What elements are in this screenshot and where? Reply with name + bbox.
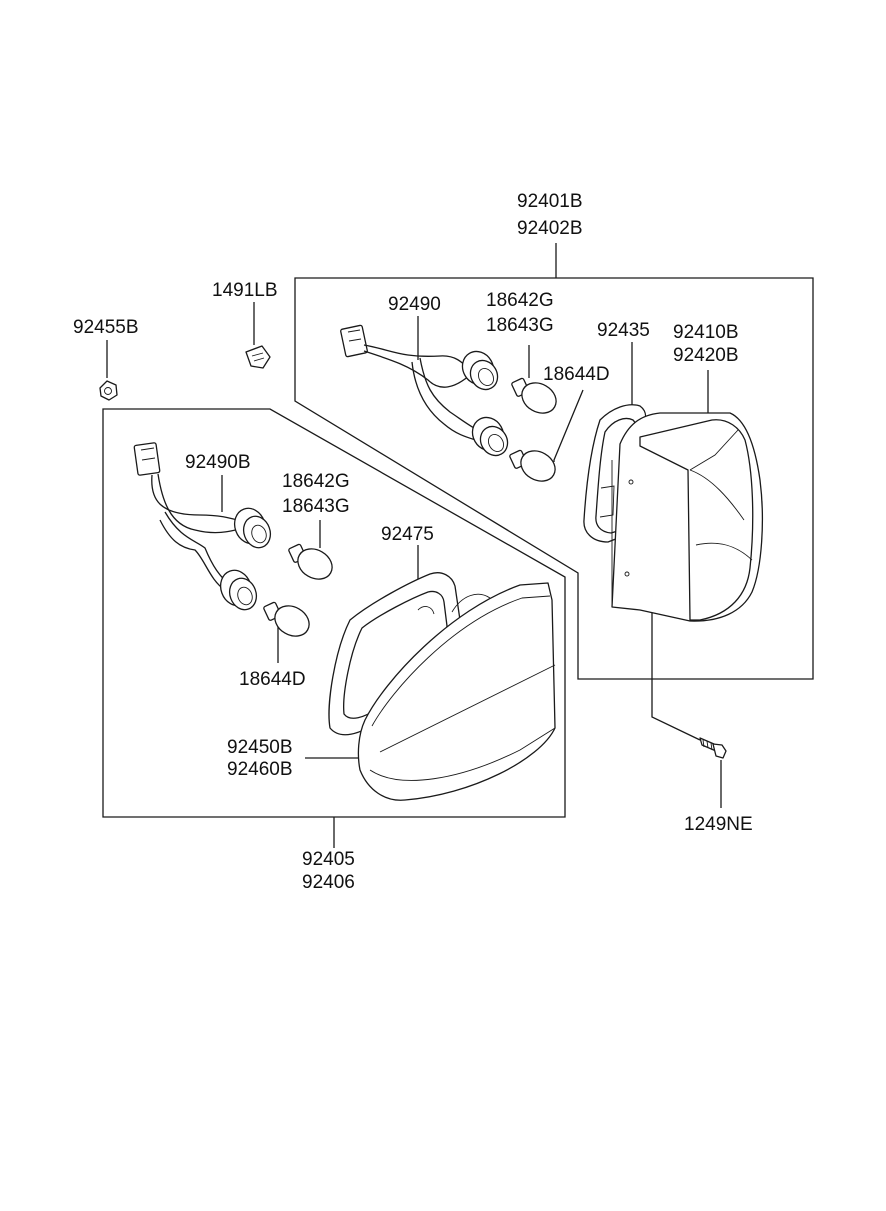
label-upper-assembly-1: 92401B bbox=[517, 191, 583, 212]
label-bulb-lower-2: 18643G bbox=[282, 496, 350, 517]
lower-gasket-icon bbox=[328, 572, 461, 736]
leader-bulb-upper-b bbox=[553, 389, 584, 462]
label-bulb-lower-1: 18642G bbox=[282, 471, 350, 492]
label-bulb-upper-1: 18642G bbox=[486, 290, 554, 311]
label-screw: 1249NE bbox=[684, 814, 753, 835]
label-lens-lower-1: 92450B bbox=[227, 737, 293, 758]
upper-wiring-harness-icon bbox=[340, 324, 509, 457]
label-harness-lower: 92490B bbox=[185, 452, 251, 473]
bulb-upper-1-icon bbox=[511, 377, 557, 414]
label-bulb-upper-2: 18643G bbox=[486, 315, 554, 336]
clip-icon bbox=[245, 345, 271, 369]
bulb-lower-1-icon bbox=[288, 543, 333, 580]
label-lens-lower-2: 92460B bbox=[227, 759, 293, 780]
label-lens-upper-1: 92410B bbox=[673, 322, 739, 343]
label-lower-assembly-2: 92406 bbox=[302, 872, 355, 893]
label-gasket-upper: 92435 bbox=[597, 320, 650, 341]
label-bulb-upper-3: 18644D bbox=[543, 364, 610, 385]
label-upper-assembly-2: 92402B bbox=[517, 218, 583, 239]
label-bulb-lower-3: 18644D bbox=[239, 669, 306, 690]
lower-wiring-harness-icon bbox=[133, 442, 272, 611]
label-lower-assembly-1: 92405 bbox=[302, 849, 355, 870]
label-gasket-lower: 92475 bbox=[381, 524, 434, 545]
bulb-lower-2-icon bbox=[263, 601, 310, 637]
upper-lamp-housing-icon bbox=[611, 412, 763, 622]
label-nut: 92455B bbox=[73, 317, 139, 338]
label-lens-upper-2: 92420B bbox=[673, 345, 739, 366]
lower-assembly-box bbox=[102, 408, 566, 818]
screw-icon bbox=[699, 737, 727, 759]
nut-icon bbox=[99, 380, 118, 401]
upper-assembly-box bbox=[294, 277, 814, 680]
label-harness-upper: 92490 bbox=[388, 294, 441, 315]
leader-screw bbox=[651, 589, 701, 741]
bulb-upper-2-icon bbox=[509, 449, 556, 482]
lower-lamp-housing-icon bbox=[357, 582, 556, 801]
label-clip: 1491LB bbox=[212, 280, 278, 301]
